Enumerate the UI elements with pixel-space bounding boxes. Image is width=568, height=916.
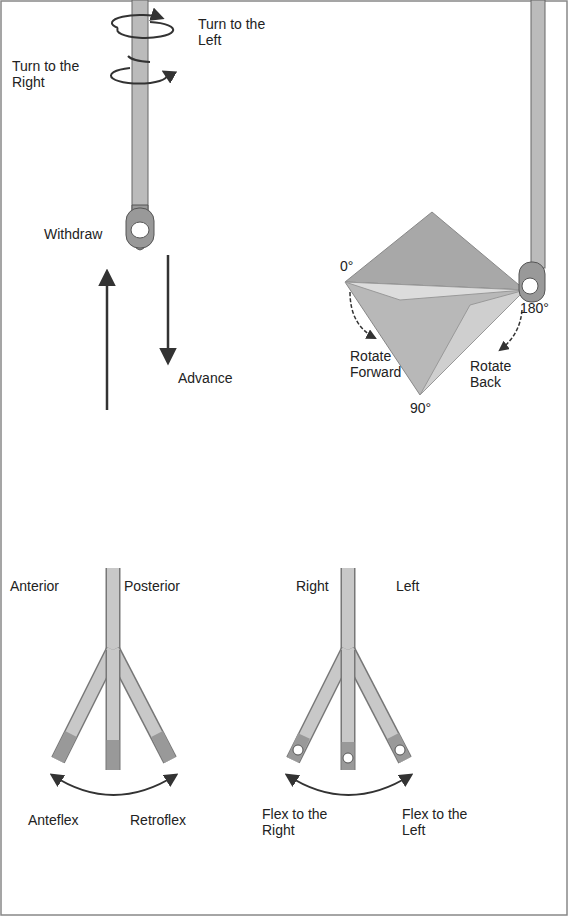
- rotate-forward-arrow: [350, 292, 375, 338]
- direction-label: Withdraw: [44, 226, 124, 242]
- flex-arrow: [287, 775, 411, 795]
- direction-label: Flex to the Right: [262, 806, 332, 838]
- direction-label: Rotate Forward: [350, 348, 420, 380]
- advance-arrow: [167, 255, 170, 362]
- direction-label: 180°: [520, 300, 560, 316]
- direction-label: Turn to the Left: [198, 16, 268, 48]
- flex-probe: [58, 568, 170, 770]
- direction-label: Anterior: [10, 578, 90, 594]
- probe-shaft: [519, 0, 545, 302]
- direction-label: Retroflex: [130, 812, 210, 828]
- direction-label: Flex to the Left: [402, 806, 472, 838]
- direction-label: Posterior: [124, 578, 204, 594]
- direction-label: Rotate Back: [470, 358, 530, 390]
- direction-label: Advance: [178, 370, 258, 386]
- withdraw-arrow: [106, 272, 109, 410]
- direction-label: Anteflex: [28, 812, 108, 828]
- rotate-back-arrow: [500, 310, 522, 350]
- flex-probe: [293, 568, 405, 770]
- direction-label: 90°: [410, 400, 450, 416]
- turn-arrows: [111, 15, 173, 84]
- direction-label: Turn to the Right: [12, 58, 84, 90]
- flex-arrow: [52, 775, 176, 795]
- direction-label: Left: [396, 578, 446, 594]
- direction-label: Right: [296, 578, 346, 594]
- direction-label: 0°: [340, 258, 370, 274]
